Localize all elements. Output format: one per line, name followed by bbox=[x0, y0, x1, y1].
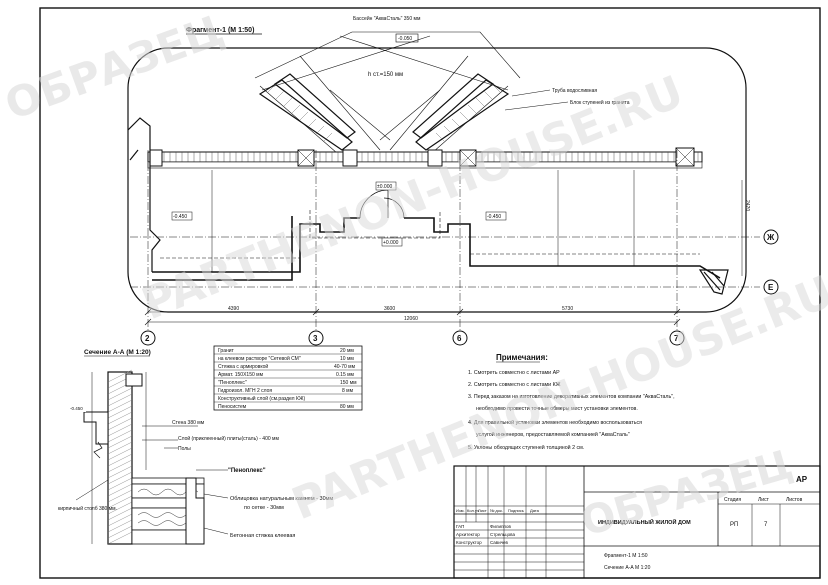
label-h: h ст.=150 мм bbox=[368, 72, 403, 78]
watermark-obrazets-1: ОБРАЗЕЦ bbox=[0, 5, 230, 129]
tb-sheet-title-1: Фрагмент-1 М 1:50 bbox=[604, 553, 648, 559]
layer-row-7-val: 80 мм bbox=[340, 404, 354, 410]
layer-row-4-val: 150 мм bbox=[340, 380, 357, 386]
dim-bottom-2: 3600 bbox=[384, 306, 395, 312]
section-label-wall: Стена 380 мм bbox=[172, 420, 205, 426]
tb-name-2: Савичев bbox=[490, 540, 509, 545]
watermark-obrazets-2: ОБРАЗЕЦ bbox=[576, 441, 798, 545]
tb-sheets-hdr: Листов bbox=[786, 497, 803, 503]
left-wing bbox=[127, 117, 161, 272]
section-level-top: -0.450 bbox=[70, 406, 83, 411]
section-label-slab: Слой (приклеенный) плиты(сталь) - 400 мм bbox=[178, 435, 279, 442]
layer-row-0-val: 20 мм bbox=[340, 348, 354, 354]
top-label-aquasteel: Бассейн "АкваСталь" 350 мм bbox=[353, 15, 421, 22]
fragment-title: Фрагмент-1 (М 1:50) bbox=[186, 27, 254, 34]
label-pipe: Труба водосливная bbox=[552, 88, 597, 94]
dim-bottom-1: 4390 bbox=[228, 306, 239, 312]
note-1: 1. Смотреть совместно с листами АР bbox=[468, 370, 560, 376]
right-end bbox=[698, 269, 729, 295]
layer-row-5-name: Гидроизол. МГН 2 слоя bbox=[218, 388, 272, 394]
layer-row-1-val: 10 мм bbox=[340, 356, 354, 362]
tb-role-0: ГАП bbox=[456, 524, 464, 529]
note-4b: услугой инженеров, предоставляемой компа… bbox=[476, 431, 630, 438]
layer-row-2-name: Стяжка с армировкой bbox=[218, 363, 268, 370]
tb-code: АР bbox=[796, 475, 808, 484]
tb-name-0: Филиппов bbox=[490, 524, 511, 529]
axis-bubbles bbox=[140, 229, 779, 346]
section-label-concrete: Бетонная стяжка клеевая bbox=[230, 533, 295, 539]
diagonal-dimensions bbox=[254, 31, 521, 161]
axis-6: 6 bbox=[457, 334, 462, 343]
layer-row-0-name: Гранит bbox=[218, 348, 235, 354]
label-steps: Блок ступеней из гранита bbox=[570, 99, 630, 106]
section-drawing bbox=[75, 369, 229, 545]
tb-name-1: Стрельцова bbox=[490, 532, 516, 537]
tb-stage-val: РП bbox=[730, 522, 738, 528]
tb-stage-hdr: Стадия bbox=[724, 497, 741, 503]
level-tag-top: -0.050 bbox=[398, 36, 412, 42]
tb-hdr-doc: № док. bbox=[490, 508, 503, 513]
note-5: 5. Уклоны обходящих ступеней толщиной 2 … bbox=[468, 444, 584, 451]
tb-hdr-list: Лист bbox=[478, 508, 487, 513]
note-3b: необходимо провести точные обмеры мест у… bbox=[476, 406, 638, 412]
layer-row-2-val: 40-70 мм bbox=[334, 364, 356, 370]
notes-title: Примечания: bbox=[496, 353, 548, 362]
tb-hdr-izm: Изм. bbox=[456, 508, 465, 513]
dim-bottom-total: 12060 bbox=[404, 316, 418, 322]
section-title: Сечение А-А (М 1:20) bbox=[84, 349, 151, 356]
tb-sheet-val: 7 bbox=[764, 522, 768, 528]
axis-7: 7 bbox=[674, 334, 679, 343]
dim-right: 2420 bbox=[744, 200, 750, 211]
watermark-site-1: PARTHENON-HOUSE.RU bbox=[135, 66, 690, 330]
tb-sheet-hdr: Лист bbox=[758, 497, 770, 503]
note-2: 2. Смотреть совместно с листами КЖ bbox=[468, 382, 561, 388]
layer-row-3-val: 0.15 мм bbox=[336, 372, 355, 378]
note-3: 3. Перед заказом на изготовление декорат… bbox=[468, 394, 675, 400]
layer-row-3-name: Армат. 150Х150 мм bbox=[218, 372, 264, 378]
level-tag-4: +0.000 bbox=[383, 240, 399, 246]
axis-2: 2 bbox=[145, 334, 150, 343]
level-tag-2: ±0.000 bbox=[377, 184, 392, 190]
title-block bbox=[453, 465, 821, 579]
layer-row-1-name: на клеевом растворе "Сетевой СМ" bbox=[218, 355, 301, 362]
section-label-facing2: по сетке - 30мм bbox=[244, 505, 284, 511]
layers-table bbox=[213, 345, 363, 411]
axis-zh: Ж bbox=[766, 233, 775, 242]
dim-bottom-3: 5730 bbox=[562, 306, 573, 312]
dimension-chain bbox=[144, 308, 681, 326]
axis-3: 3 bbox=[313, 334, 318, 343]
tb-hdr-sign: Подпись bbox=[508, 508, 524, 513]
level-tag-3: -0.450 bbox=[487, 214, 501, 220]
axis-e: Е bbox=[768, 283, 774, 292]
layer-row-6-name: Конструктивный слой (см.раздел КЖ) bbox=[218, 395, 305, 402]
tb-project-name: ИНДИВИДУАЛЬНЫЙ ЖИЛОЙ ДОМ bbox=[598, 518, 691, 526]
tb-hdr-date: Дата bbox=[530, 508, 540, 513]
section-label-facing: Облицовка натуральным камнем - 30мм bbox=[230, 496, 333, 502]
section-label-penoplex: "Пеноплекс" bbox=[228, 468, 266, 474]
note-4: 4. Для правильной установки элементов не… bbox=[468, 419, 642, 426]
building-outline bbox=[152, 216, 721, 281]
tb-role-2: Конструктор bbox=[456, 540, 482, 545]
tb-hdr-kol: Кол.уч bbox=[467, 508, 479, 513]
section-label-left: кирпичный столб 380 мм. bbox=[58, 505, 117, 512]
sheet-frame bbox=[39, 7, 821, 579]
tb-sheet-title-2: Сечение А-А М 1:20 bbox=[604, 565, 651, 571]
v-wall bbox=[258, 73, 510, 151]
layer-row-7-name: Пеносистем bbox=[218, 404, 247, 410]
tb-role-1: Архитектор bbox=[456, 532, 480, 537]
section-label-floor: Полы bbox=[178, 446, 191, 452]
layer-row-4-name: "Пеноплекс" bbox=[218, 380, 247, 386]
layer-row-5-val: 8 мм bbox=[342, 388, 354, 394]
level-tag-1: -0.450 bbox=[173, 214, 187, 220]
